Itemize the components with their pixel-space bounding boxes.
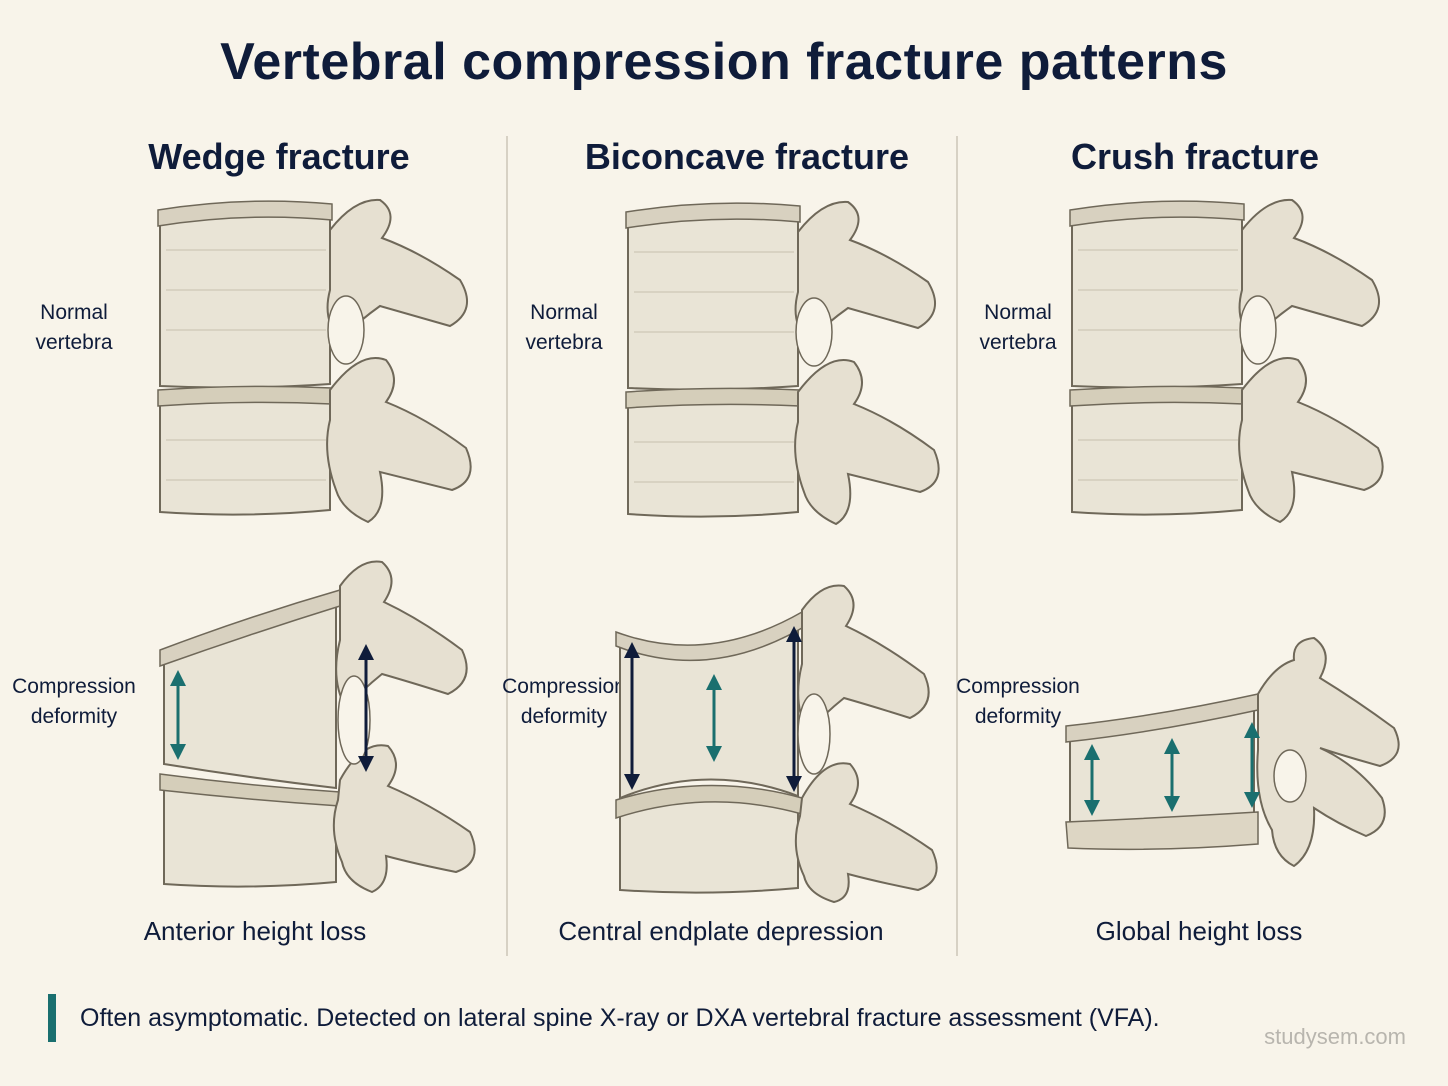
normal-vertebra-text: Normal vertebra <box>35 301 113 354</box>
compression-deformity-label: Compression deformity <box>502 672 626 732</box>
lower-vertebral-body <box>625 387 801 518</box>
upper-vertebral-body <box>157 200 333 389</box>
posterior-elements <box>1256 636 1400 868</box>
compression-deformity-label: Compression deformity <box>12 672 136 732</box>
posterior-elements <box>794 200 940 526</box>
normal-vertebra-text: Normal vertebra <box>979 301 1057 354</box>
footer-note: Often asymptomatic. Detected on lateral … <box>80 1004 1160 1032</box>
biconcave-fracture-illustration <box>615 584 938 904</box>
normal-vertebra-illustration <box>625 200 940 526</box>
watermark: studysem.com <box>1264 1024 1406 1049</box>
lower-vertebral-body <box>1069 385 1245 516</box>
fractured-vertebral-body <box>1065 693 1259 851</box>
compression-deformity-text: Compression deformity <box>12 675 136 728</box>
compression-deformity-text: Compression deformity <box>502 675 626 728</box>
panel-caption: Global height loss <box>1095 916 1303 946</box>
divider-2 <box>956 136 958 956</box>
posterior-height-arrow <box>1244 722 1260 808</box>
panel-caption: Central endplate depression <box>558 916 884 946</box>
compression-deformity-label: Compression deformity <box>956 672 1080 732</box>
anterior-height-arrow <box>1084 744 1100 816</box>
footer-accent-bar <box>48 994 56 1042</box>
normal-vertebra-illustration <box>1069 198 1384 524</box>
normal-vertebra-text: Normal vertebra <box>525 301 603 354</box>
lower-vertebral-body <box>159 773 341 888</box>
panel-biconcave: Biconcave fracture Normal vertebra Compr… <box>502 130 992 970</box>
crush-fracture-illustration <box>1065 636 1400 868</box>
posterior-height-arrow <box>358 644 374 772</box>
panel-heading: Crush fracture <box>1070 136 1320 177</box>
central-height-arrow <box>706 674 722 762</box>
posterior-elements <box>1238 198 1384 524</box>
upper-vertebral-body <box>625 202 801 391</box>
panel-heading: Wedge fracture <box>148 136 410 177</box>
lower-vertebral-body <box>157 385 333 516</box>
compression-deformity-text: Compression deformity <box>956 675 1080 728</box>
wedge-fracture-illustration <box>159 560 476 894</box>
lower-vertebral-body <box>615 784 803 894</box>
normal-vertebra-illustration <box>157 198 472 524</box>
fractured-vertebral-body <box>159 589 341 790</box>
posterior-elements <box>326 198 472 524</box>
normal-vertebra-label: Normal vertebra <box>964 298 1072 358</box>
anterior-height-arrow <box>170 670 186 760</box>
panel-caption: Anterior height loss <box>143 916 367 946</box>
fractured-vertebral-body <box>615 610 803 800</box>
page-title: Vertebral compression fracture patterns <box>220 33 1228 91</box>
panel-crush: Crush fracture Normal vertebra Compressi… <box>956 130 1444 970</box>
central-height-arrow <box>1164 738 1180 812</box>
normal-vertebra-label: Normal vertebra <box>20 298 128 358</box>
panel-heading: Biconcave fracture <box>584 136 910 177</box>
posterior-elements <box>794 584 938 904</box>
posterior-elements <box>332 560 476 894</box>
anterior-height-arrow <box>624 642 640 790</box>
panel-wedge: Wedge fracture Normal vertebra Compressi… <box>12 130 502 970</box>
posterior-height-arrow <box>786 626 802 792</box>
divider-1 <box>506 136 508 956</box>
normal-vertebra-label: Normal vertebra <box>510 298 618 358</box>
upper-vertebral-body <box>1069 200 1245 389</box>
